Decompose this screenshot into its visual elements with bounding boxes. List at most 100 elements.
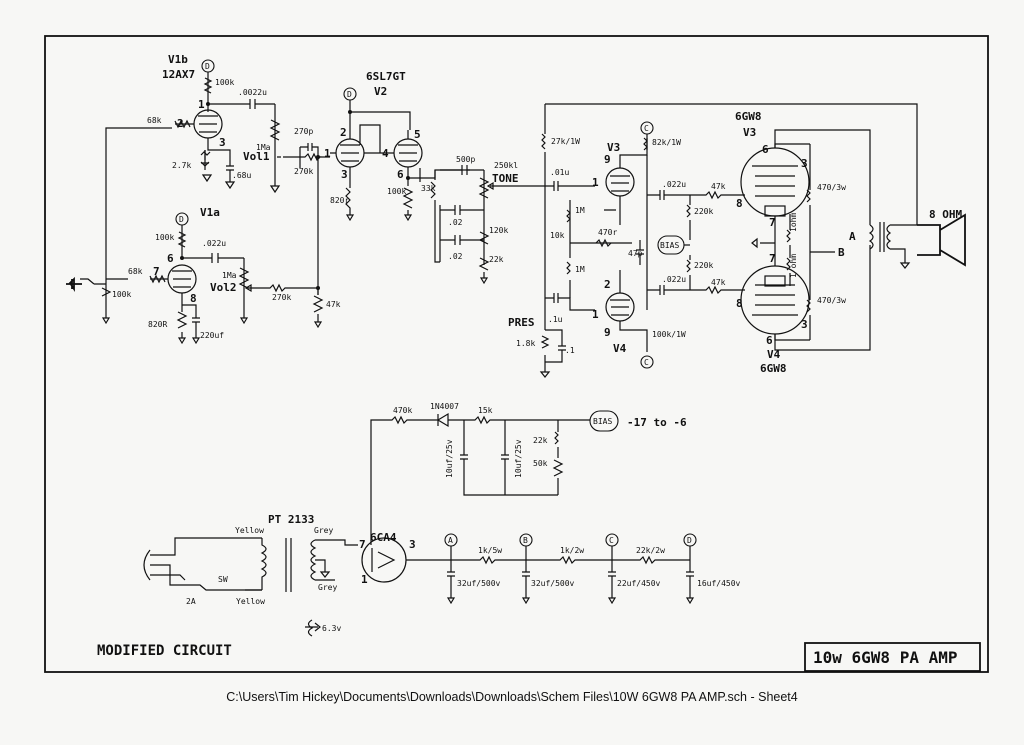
svg-text:7: 7 [769,216,776,229]
svg-text:1Ma: 1Ma [256,143,271,152]
svg-text:.022u: .022u [662,275,686,284]
tone-stack: 500p 250kl TONE 120k 22k .02 .02 [439,155,545,285]
svg-text:PRES: PRES [508,316,535,329]
node-c-bottom [640,355,654,369]
svg-text:2.7k: 2.7k [172,161,191,170]
svg-text:.1u: .1u [548,315,563,324]
svg-text:V4: V4 [767,348,781,361]
svg-text:V1b: V1b [168,53,188,66]
svg-text:15k: 15k [478,406,493,415]
svg-text:TONE: TONE [492,172,519,185]
svg-text:Yellow: Yellow [236,597,265,606]
svg-text:1N4007: 1N4007 [430,402,459,411]
svg-text:820r: 820r [330,196,349,205]
svg-text:470/3w: 470/3w [817,183,846,192]
power-transformer-primary [245,538,267,591]
svg-text:22k: 22k [489,255,504,264]
heater-icon [305,619,321,637]
svg-text:3: 3 [341,168,348,181]
svg-text:V1a: V1a [200,206,220,219]
svg-text:100k: 100k [387,187,406,196]
svg-text:8: 8 [190,292,197,305]
svg-text:.68u: .68u [232,171,251,180]
title-block-box [804,642,981,672]
svg-text:6: 6 [397,168,404,181]
svg-text:7: 7 [359,538,366,551]
svg-text:470k: 470k [393,406,412,415]
svg-text:.1: .1 [565,346,575,355]
svg-text:22k: 22k [533,436,548,445]
svg-text:270p: 270p [294,127,313,136]
rectifier-6ca4 [361,537,407,583]
svg-text:SW: SW [218,575,228,584]
svg-text:1: 1 [324,147,331,160]
svg-text:47k: 47k [711,182,726,191]
mains-plug-icon [143,549,164,581]
svg-text:10uf/25v: 10uf/25v [514,439,523,478]
svg-text:12AX7: 12AX7 [162,68,195,81]
svg-text:A: A [448,536,453,545]
speaker-icon [917,213,966,267]
svg-text:1: 1 [592,308,599,321]
svg-text:B: B [523,536,528,545]
svg-text:1k/5w: 1k/5w [478,546,502,555]
svg-text:1: 1 [198,98,205,111]
svg-text:C: C [644,358,649,367]
svg-text:32uf/500v: 32uf/500v [457,579,501,588]
input-jack-icon [66,276,82,292]
svg-text:3: 3 [801,318,808,331]
svg-text:8 OHM: 8 OHM [929,208,962,221]
svg-text:.0022u: .0022u [238,88,267,97]
svg-text:100k/1W: 100k/1W [652,330,686,339]
diode-icon [436,412,449,428]
svg-text:16uf/450v: 16uf/450v [697,579,741,588]
sheet-border [44,35,989,673]
svg-text:47p: 47p [628,249,643,258]
svg-text:B: B [838,246,845,259]
svg-text:820R: 820R [148,320,167,329]
svg-text:220k: 220k [694,207,713,216]
svg-text:.02: .02 [448,252,463,261]
svg-text:7: 7 [769,252,776,265]
svg-text:Grey: Grey [318,583,337,592]
svg-text:BIAS: BIAS [660,241,679,250]
svg-text:270k: 270k [294,167,313,176]
svg-text:C: C [609,536,614,545]
svg-text:220k: 220k [694,261,713,270]
tube-pi-top [605,167,635,197]
svg-text:7: 7 [153,265,160,278]
svg-text:D: D [347,90,352,99]
svg-text:-17 to -6: -17 to -6 [627,416,687,429]
svg-text:.022u: .022u [202,239,226,248]
svg-text:22k/2w: 22k/2w [636,546,665,555]
svg-text:Vol2: Vol2 [210,281,237,294]
svg-text:68k: 68k [128,267,143,276]
v2-stage: 6SL7GT V2 D 2 1 3 5 4 6 820r 100k 33k [324,70,470,263]
svg-text:470/3w: 470/3w [817,296,846,305]
svg-text:V3: V3 [743,126,756,139]
svg-text:6GW8: 6GW8 [735,110,762,123]
output-transformer [868,224,874,250]
svg-text:2A: 2A [186,597,196,606]
svg-text:1: 1 [592,176,599,189]
svg-text:1ohm: 1ohm [789,213,798,232]
svg-text:.022u: .022u [662,180,686,189]
svg-text:Yellow: Yellow [235,526,264,535]
svg-text:D: D [205,62,210,71]
svg-text:6CA4: 6CA4 [370,531,397,544]
svg-text:1 ohm: 1 ohm [789,254,798,278]
svg-text:1M: 1M [575,265,585,274]
svg-text:470r: 470r [598,228,617,237]
svg-text:V3: V3 [607,141,620,154]
svg-text:8: 8 [736,197,743,210]
svg-text:.02: .02 [448,218,463,227]
svg-text:32uf/500v: 32uf/500v [531,579,575,588]
svg-text:1Ma: 1Ma [222,271,237,280]
svg-text:10k: 10k [550,231,565,240]
svg-text:33k: 33k [421,184,436,193]
svg-text:6: 6 [766,334,773,347]
svg-text:1M: 1M [575,206,585,215]
bias-output-node [589,410,619,432]
